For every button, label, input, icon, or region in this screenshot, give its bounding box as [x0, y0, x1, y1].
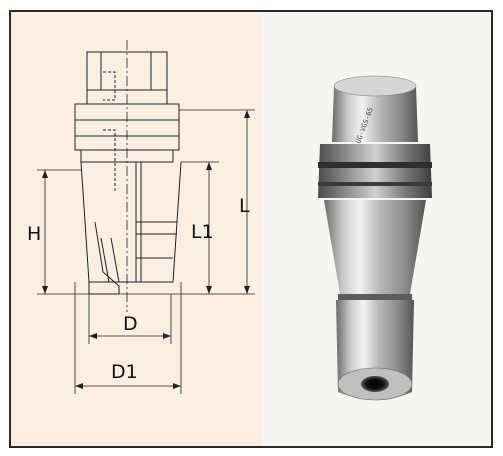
- photo-flange: [318, 144, 432, 198]
- label-d1: D1: [111, 361, 138, 383]
- tool-holder-photo: UG-VGS-65: [318, 75, 432, 401]
- label-l1: L1: [191, 221, 214, 243]
- label-h: H: [27, 223, 41, 245]
- flange-outline: [74, 103, 180, 151]
- figure-frame: H L L1 D D1: [9, 10, 493, 448]
- photo-panel: UG-VGS-65: [262, 12, 491, 446]
- technical-drawing: H L L1 D D1: [27, 40, 255, 394]
- label-l: L: [239, 195, 250, 217]
- photo-bore: [361, 376, 389, 392]
- photo-taper: [324, 200, 426, 294]
- label-d: D: [123, 313, 138, 335]
- drawing-panel: H L L1 D D1: [11, 12, 262, 446]
